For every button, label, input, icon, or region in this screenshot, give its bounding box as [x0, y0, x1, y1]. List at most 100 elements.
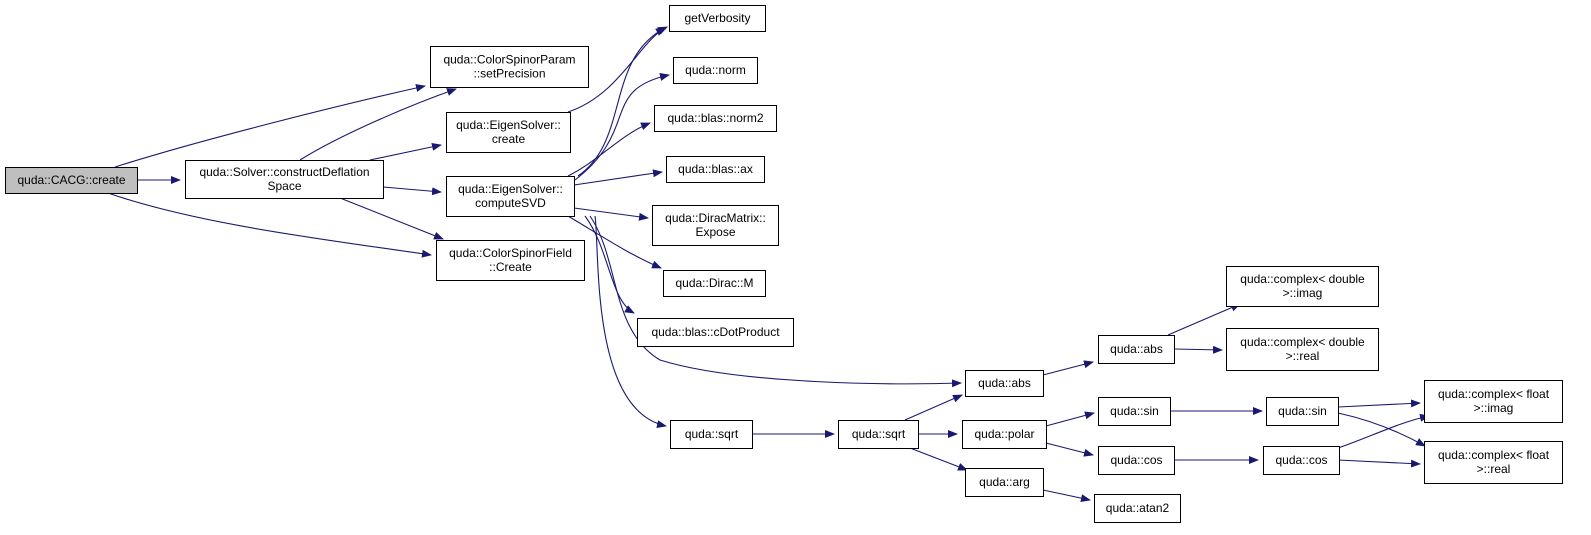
edge-solver_constructdeflationspace-to-colorspinorparam_setprecision [299, 88, 457, 161]
node-norm[interactable]: quda::norm [673, 57, 758, 84]
edge-abs1-to-abs2 [1042, 360, 1094, 376]
node-box [446, 176, 575, 217]
node-sqrt1[interactable]: quda::sqrt [670, 420, 753, 449]
node-box [654, 105, 777, 132]
edge-polar-to-cos1 [1045, 442, 1094, 457]
node-eigensolver-create[interactable]: quda::EigenSolver::create [446, 112, 571, 153]
node-blas-ax[interactable]: quda::blas::ax [666, 156, 765, 183]
edge-eigensolver_computesvd-to-blas_ax [573, 169, 663, 186]
edge-abs2-to-complex_double_imag [1167, 303, 1241, 336]
node-sqrt2[interactable]: quda::sqrt [838, 420, 919, 449]
node-cos2[interactable]: quda::cos [1263, 446, 1340, 475]
node-sin2[interactable]: quda::sin [1266, 397, 1339, 426]
node-box [1094, 494, 1181, 523]
edge-sin2-to-complex_float_real [1337, 412, 1426, 447]
node-cacg-create[interactable]: quda::CACG::create [5, 167, 138, 194]
node-eigensolver-computesvd[interactable]: quda::EigenSolver::computeSVD [446, 176, 575, 217]
node-sin1[interactable]: quda::sin [1098, 397, 1171, 426]
node-label-line: ::Create [489, 260, 532, 274]
edge-eigensolver_computesvd-to-norm [574, 73, 670, 181]
edge-cos2-to-complex_float_imag [1337, 413, 1430, 449]
node-cos1[interactable]: quda::cos [1098, 446, 1175, 475]
node-box [1098, 446, 1175, 475]
node-complex-float-real[interactable]: quda::complex< float>::real [1424, 441, 1563, 484]
edge-arg-to-atan2 [1042, 489, 1091, 503]
node-label-line: getVerbosity [684, 11, 750, 25]
node-label-line: quda::norm [685, 63, 746, 77]
node-getverbosity[interactable]: getVerbosity [669, 5, 766, 32]
node-colorspinorparam-setprecision[interactable]: quda::ColorSpinorParam::setPrecision [430, 46, 589, 88]
node-label-line: quda::sin [1278, 404, 1327, 418]
node-arg[interactable]: quda::arg [965, 468, 1044, 497]
node-complex-float-imag[interactable]: quda::complex< float>::imag [1424, 380, 1563, 423]
node-label-line: >::real [1477, 462, 1511, 476]
node-box [637, 318, 794, 347]
node-label-line: create [492, 132, 526, 146]
node-label-line: quda::ColorSpinorParam [443, 53, 575, 67]
node-box [1263, 446, 1340, 475]
edge-polar-to-sin1 [1045, 411, 1095, 427]
node-label-line: quda::cos [1110, 453, 1162, 467]
node-box [446, 112, 571, 153]
node-box [436, 240, 585, 281]
node-label-line: quda::CACG::create [17, 173, 125, 187]
node-label-line: quda::cos [1275, 453, 1327, 467]
node-blas-norm2[interactable]: quda::blas::norm2 [654, 105, 777, 132]
node-label-line: quda::polar [974, 427, 1034, 441]
node-box [1098, 335, 1175, 364]
node-box [5, 167, 138, 194]
node-box [666, 156, 765, 183]
edge-eigensolver_computesvd-to-abs1 [589, 215, 962, 388]
node-label-line: quda::ColorSpinorField [449, 246, 572, 260]
node-polar[interactable]: quda::polar [962, 420, 1047, 449]
node-atan2[interactable]: quda::atan2 [1094, 494, 1181, 523]
node-label-line: quda::blas::ax [678, 162, 753, 176]
node-label-line: Space [267, 179, 301, 193]
edge-eigensolver_computesvd-to-getverbosity [577, 27, 666, 177]
node-box [1226, 328, 1379, 371]
edge-cacg_create-to-colorspinorfield_create [107, 192, 432, 258]
node-box [673, 57, 758, 84]
node-label-line: quda::complex< float [1438, 448, 1550, 462]
node-complex-double-real[interactable]: quda::complex< double>::real [1226, 328, 1379, 371]
edge-sin2-to-complex_float_imag [1337, 399, 1421, 408]
node-box [965, 468, 1044, 497]
edge-sqrt2-to-arg [909, 447, 968, 471]
node-label-line: ::setPrecision [473, 67, 545, 81]
nodes: quda::CACG::create quda::ColorSpinorParam… [5, 5, 1563, 523]
node-label-line: computeSVD [475, 196, 546, 210]
node-label-line: quda::atan2 [1106, 501, 1170, 515]
node-label-line: quda::complex< double [1240, 335, 1365, 349]
node-box [670, 420, 753, 449]
node-box [663, 270, 766, 297]
edge-eigensolver_computesvd-to-dirac_m [567, 215, 662, 269]
node-box [962, 420, 1047, 449]
node-label-line: quda::sin [1110, 404, 1159, 418]
node-abs2[interactable]: quda::abs [1098, 335, 1175, 364]
node-label-line: quda::arg [979, 475, 1030, 489]
node-label-line: quda::complex< float [1438, 387, 1550, 401]
node-label-line: quda::blas::cDotProduct [651, 325, 780, 339]
node-diracmatrix-expose[interactable]: quda::DiracMatrix::Expose [652, 205, 779, 246]
node-dirac-m[interactable]: quda::Dirac::M [663, 270, 766, 297]
node-box [965, 370, 1044, 397]
node-abs1[interactable]: quda::abs [965, 370, 1044, 397]
edges [107, 26, 1430, 503]
edge-abs2-to-complex_double_real [1173, 345, 1223, 354]
edge-solver_constructdeflationspace-to-eigensolver_computesvd [382, 186, 442, 196]
edge-eigensolver_computesvd-to-diracmatrix_expose [573, 207, 649, 221]
node-label-line: quda::EigenSolver:: [456, 118, 561, 132]
node-label-line: quda::complex< double [1240, 272, 1365, 286]
node-label-line: >::imag [1474, 401, 1514, 415]
node-label-line: Expose [695, 225, 735, 239]
node-label-line: quda::abs [1110, 342, 1163, 356]
edge-cacg_create-to-colorspinorparam_setprecision [114, 84, 426, 168]
node-blas-cdotproduct[interactable]: quda::blas::cDotProduct [637, 318, 794, 347]
node-box [1266, 397, 1339, 426]
node-complex-double-imag[interactable]: quda::complex< double>::imag [1226, 266, 1379, 307]
edge-eigensolver_computesvd-to-blas_cdotproduct [584, 215, 635, 314]
node-colorspinorfield-create[interactable]: quda::ColorSpinorField::Create [436, 240, 585, 281]
node-box [185, 160, 384, 199]
